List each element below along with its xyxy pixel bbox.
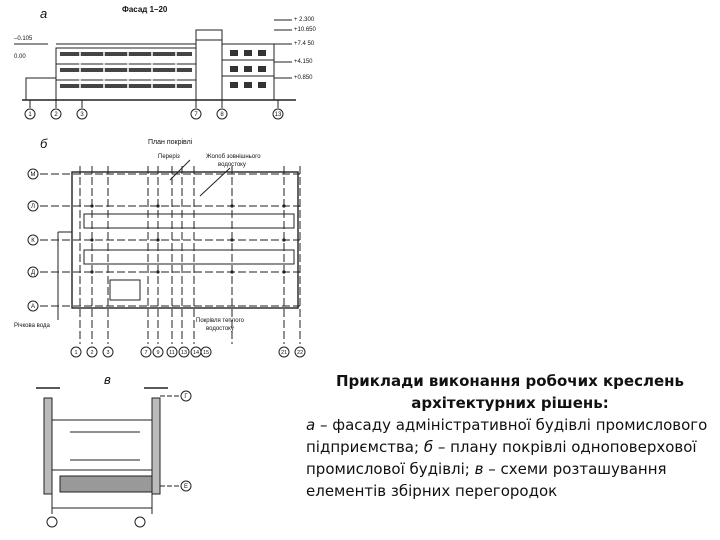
roof-plan-drawing: б План покрівлі Переріз Жолоб зовнішньог… — [27, 136, 306, 358]
roof-plan-row-4: Д — [31, 270, 35, 276]
caption-title-line-1: Приклади виконання робочих креслень — [335, 372, 684, 390]
facade-axis-4: 7 — [194, 112, 198, 118]
roof-plan-bottom-note: Річкова вода — [14, 323, 50, 329]
facade-level-1: + 2.300 — [294, 17, 315, 23]
roof-plan-title: План покрівлі — [148, 138, 193, 146]
facade-level-2: +10.650 — [294, 27, 317, 33]
facade-axis-2: 2 — [54, 112, 58, 118]
roof-plan-col-9: 15 — [203, 350, 209, 356]
facade-title: Фасад 1–20 — [122, 5, 168, 14]
facade-letter: а — [40, 6, 47, 21]
partition-letter: в — [104, 372, 111, 387]
facade-axis-3: 3 — [80, 112, 84, 118]
roof-plan-note-base: водостоку — [206, 326, 234, 332]
facade-level-3: +7.4 50 — [294, 41, 315, 47]
roof-plan-col-3: 3 — [106, 350, 109, 356]
roof-plan-row-3: К — [31, 238, 35, 244]
facade-wing-windows — [230, 50, 266, 88]
caption-text-b: – плану покрівлі одноповерхової промисло… — [306, 438, 697, 478]
caption-title-line-2: архітектурних рішень: — [411, 394, 609, 412]
figure-caption: Приклади виконання робочих креслень архі… — [306, 370, 714, 502]
roof-plan-col-6: 11 — [169, 350, 175, 356]
facade-axis-bubbles — [24, 108, 284, 120]
roof-plan-col-7: 13 — [181, 350, 187, 356]
roof-plan-row-5: А — [31, 304, 35, 310]
facade-level-left-2: 0.00 — [14, 54, 26, 60]
roof-plan-col-10: 21 — [281, 350, 287, 356]
facade-axis-1: 1 — [28, 112, 32, 118]
roof-plan-note-water: водостоку — [218, 162, 246, 168]
roof-plan-col-1: 1 — [74, 350, 77, 356]
partition-axis-e: Е — [184, 484, 188, 490]
roof-plan-col-5: 9 — [156, 350, 159, 356]
facade-drawing: а Фасад 1–20 — [14, 5, 296, 120]
caption-description: а – фасаду адміністративної будівлі пром… — [306, 414, 714, 502]
roof-plan-col-11: 22 — [297, 350, 303, 356]
caption-letter-b: б — [423, 438, 434, 456]
roof-plan-col-bubbles — [70, 346, 306, 358]
caption-letter-a: а — [306, 416, 316, 434]
roof-plan-note-gutter: Жолоб зовнішнього — [206, 154, 261, 160]
caption-letter-v: в — [474, 460, 484, 478]
facade-piers — [79, 50, 177, 92]
roof-plan-col-2: 2 — [90, 350, 93, 356]
caption-title: Приклади виконання робочих креслень архі… — [306, 370, 714, 414]
partition-axis-g: Г — [184, 394, 188, 400]
caption-text-a: – фасаду адміністративної будівлі промис… — [306, 416, 708, 456]
roof-plan-col-4: 7 — [144, 350, 147, 356]
facade-axis-5: 8 — [220, 112, 224, 118]
roof-plan-row-1: М — [31, 172, 36, 178]
facade-window-strips — [60, 52, 192, 88]
roof-plan-note-section: Переріз — [158, 154, 180, 160]
facade-axis-6: 13 — [275, 112, 282, 118]
facade-level-5: +0.850 — [294, 75, 313, 81]
facade-level-left-1: –0.105 — [14, 36, 33, 42]
roof-plan-letter: б — [40, 136, 48, 151]
partition-scheme-drawing: в — [36, 372, 192, 528]
roof-plan-note-drain: Покрівля теплого — [196, 318, 245, 324]
roof-drains — [90, 204, 286, 274]
roof-plan-col-8: 14 — [193, 350, 199, 356]
caption-text-v: – схеми розташування елементів збірних п… — [306, 460, 667, 500]
roof-plan-row-2: Л — [31, 204, 35, 210]
facade-level-4: +4.150 — [294, 59, 313, 65]
roof-plan-row-bubbles — [27, 168, 39, 312]
